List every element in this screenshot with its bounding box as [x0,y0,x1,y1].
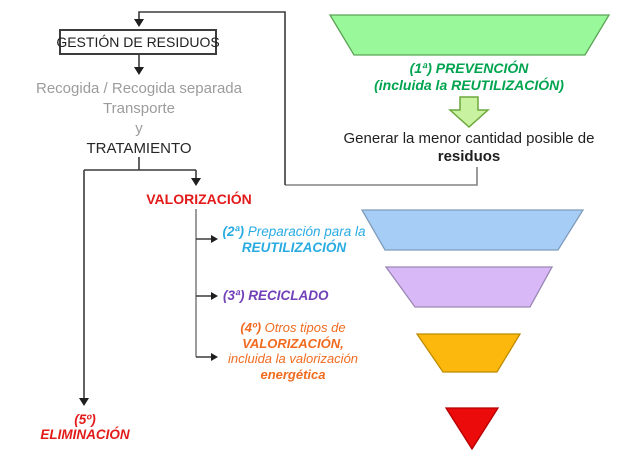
level4-line4: energética [260,366,326,382]
arrowhead-level3-icon [211,292,218,300]
level4-otros-valorizacion-text: (4º) Otros tipos de VALORIZACIÓN, inclui… [213,320,373,382]
level4-line3: incluida la valorización [227,351,359,366]
funnel-level3-reciclado-shape [384,266,554,308]
level5-label: ELIMINACIÓN [40,427,130,442]
arrowhead-level2-icon [211,235,218,243]
gestion-residuos-box: GESTIÓN DE RESIDUOS [56,29,220,55]
level3-reciclado-text: (3ª) RECICLADO [223,288,329,303]
level2-line1: (2ª) Preparación para la [222,224,366,239]
funnel-level2-reutilizacion-shape [360,209,585,251]
arrowhead-level4-icon [211,353,218,361]
funnel-level1-prevencion-shape [328,14,611,56]
step-transporte: Transporte [103,100,175,117]
level2-line2: REUTILIZACIÓN [241,240,347,255]
hierarchy-branch-connectors [196,238,211,358]
process-steps: Recogida / Recogida separada Transporte … [24,79,254,159]
level1-prevencion-text: (1ª) PREVENCIÓN (incluida la REUTILIZACI… [330,60,608,94]
level1-line2: (incluida la REUTILIZACIÓN) [374,77,564,93]
funnel-level4-valorizacion-shape [415,333,522,373]
step-recogida: Recogida / Recogida separada [36,80,242,97]
arrowhead-to-steps-icon [134,67,144,75]
gestion-residuos-label: GESTIÓN DE RESIDUOS [56,34,220,50]
level5-rank: (5º) [74,412,96,427]
prevention-note-line2: residuos [437,148,501,165]
level1-line1: (1ª) PREVENCIÓN [409,60,529,76]
level5-eliminacion-text: (5º) ELIMINACIÓN [25,412,145,442]
feedback-connector-gray-segment [285,167,478,186]
valorizacion-label: VALORIZACIÓN [146,191,252,207]
prevention-note-line1: Generar la menor cantidad posible de [343,130,595,147]
arrowhead-into-gestion-box-icon [134,19,144,27]
green-down-arrow-icon [448,96,490,129]
funnel-level5-eliminacion-shape [444,407,500,451]
level4-line2: VALORIZACIÓN, [242,335,344,351]
step-tratamiento: TRATAMIENTO [86,140,192,157]
arrowhead-to-eliminacion-icon [79,398,89,406]
step-y: y [135,120,143,137]
level4-line1: (4º) Otros tipos de [240,320,346,335]
prevention-note: Generar la menor cantidad posible de res… [330,130,608,166]
level2-reutilizacion-text: (2ª) Preparación para la REUTILIZACIÓN [214,224,374,256]
feedback-connector-dark-segment [138,11,286,185]
arrowhead-to-valorizacion-icon [191,178,201,186]
